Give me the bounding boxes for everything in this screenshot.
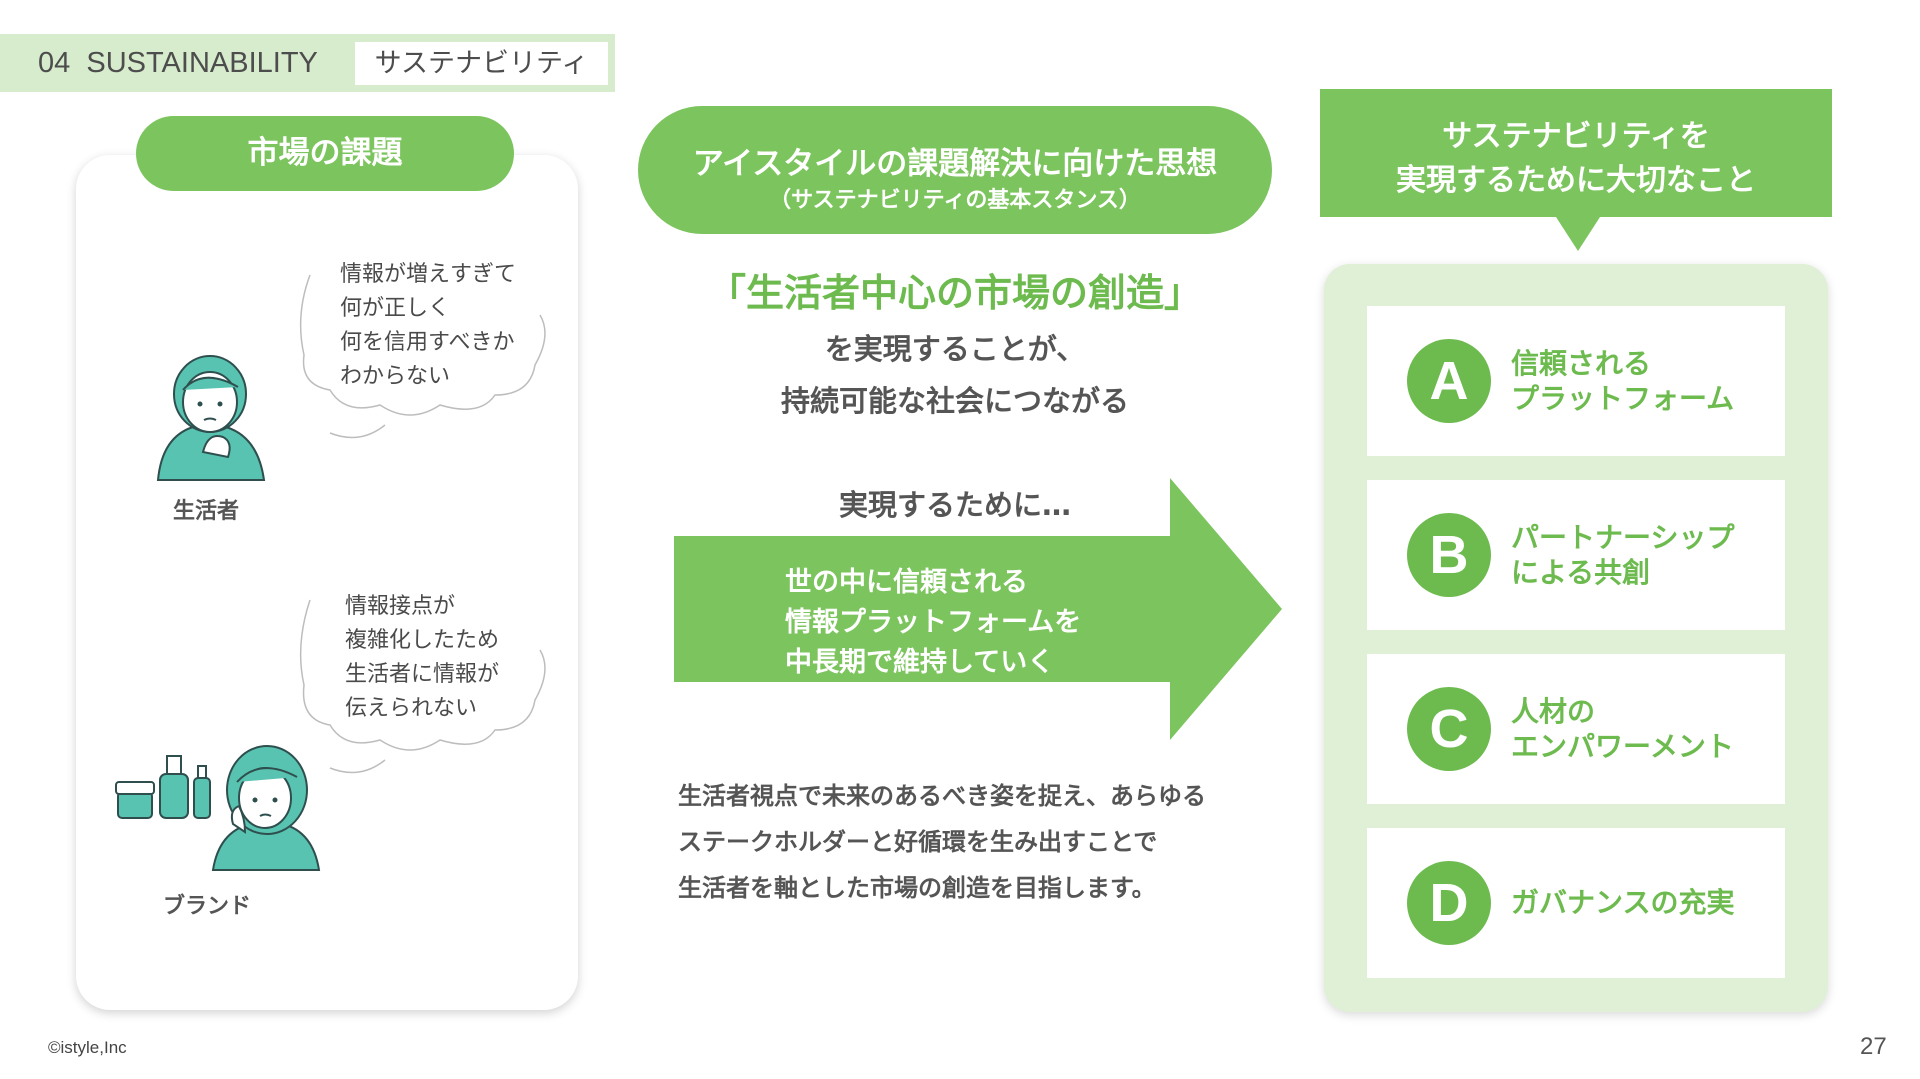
section-jp-title: サステナビリティ — [355, 42, 608, 85]
philosophy-subtitle: （サステナビリティの基本スタンス） — [638, 182, 1272, 214]
copyright: ©istyle,Inc — [48, 1038, 127, 1058]
key-point-text: 信頼される プラットフォーム — [1511, 346, 1734, 416]
key-point-card-a: A 信頼される プラットフォーム — [1367, 306, 1785, 456]
brand-illustration — [205, 732, 325, 872]
key-point-card-d: D ガバナンスの充実 — [1367, 828, 1785, 978]
consumer-issue-line: わからない — [340, 360, 516, 394]
key-points-banner-line: サステナビリティを — [1320, 111, 1832, 155]
arrow-text-line: 中長期で維持していく — [785, 640, 1054, 679]
key-points-banner: サステナビリティを 実現するために大切なこと — [1320, 89, 1832, 217]
key-point-line: による共創 — [1511, 555, 1734, 590]
brand-issue-line: 情報接点が — [345, 590, 499, 624]
key-point-text: ガバナンスの充実 — [1511, 885, 1734, 920]
letter-badge: C — [1407, 687, 1491, 771]
brand-issue-text: 情報接点が 複雑化したため 生活者に情報が 伝えられない — [345, 590, 499, 726]
key-point-line: プラットフォーム — [1511, 381, 1734, 416]
brand-issue-line: 生活者に情報が — [345, 658, 499, 692]
key-points-banner-line: 実現するために大切なこと — [1320, 155, 1832, 199]
key-point-text: 人材の エンパワーメント — [1511, 694, 1734, 764]
key-point-line: 信頼される — [1511, 346, 1734, 381]
brand-issue-line: 複雑化したため — [345, 624, 499, 658]
key-point-line: ガバナンスの充実 — [1511, 885, 1734, 920]
key-point-line: エンパワーメント — [1511, 729, 1734, 764]
key-point-card-b: B パートナーシップ による共創 — [1367, 480, 1785, 630]
section-number-title: 04 SUSTAINABILITY — [38, 34, 318, 92]
philosophy-headline: 「生活者中心の市場の創造」 — [638, 262, 1272, 317]
key-point-card-c: C 人材の エンパワーメント — [1367, 654, 1785, 804]
key-point-line: 人材の — [1511, 694, 1734, 729]
arrow-text-line: 情報プラットフォームを — [785, 600, 1081, 639]
mission-paragraph-line: ステークホルダーと好循環を生み出すことで — [678, 822, 1157, 857]
consumer-issue-line: 何が正しく — [340, 292, 516, 326]
mission-paragraph-line: 生活者を軸とした市場の創造を目指します。 — [678, 868, 1156, 903]
consumer-issue-text: 情報が増えすぎて 何が正しく 何を信用すべきか わからない — [340, 258, 516, 394]
consumer-issue-line: 情報が増えすぎて — [340, 258, 516, 292]
letter-badge: A — [1407, 339, 1491, 423]
philosophy-pill: アイスタイルの課題解決に向けた思想 （サステナビリティの基本スタンス） — [638, 106, 1272, 234]
market-issue-title: 市場の課題 — [136, 116, 514, 191]
cosmetics-illustration — [114, 752, 214, 824]
letter-badge: B — [1407, 513, 1491, 597]
philosophy-title: アイスタイルの課題解決に向けた思想 — [638, 138, 1272, 183]
mission-paragraph-line: 生活者視点で未来のあるべき姿を捉え、あらゆる — [678, 776, 1206, 811]
consumer-issue-line: 何を信用すべきか — [340, 326, 516, 360]
page-number: 27 — [1860, 1033, 1887, 1061]
key-point-line: パートナーシップ — [1511, 520, 1734, 555]
brand-label: ブランド — [163, 888, 251, 920]
arrow-text-line: 世の中に信頼される — [785, 560, 1028, 599]
key-point-text: パートナーシップ による共創 — [1511, 520, 1734, 590]
philosophy-line: を実現することが、 — [638, 326, 1272, 368]
consumer-label: 生活者 — [173, 493, 239, 525]
letter-badge: D — [1407, 861, 1491, 945]
banner-pointer-icon — [1556, 217, 1600, 251]
brand-issue-line: 伝えられない — [345, 692, 499, 726]
consumer-illustration — [148, 332, 268, 482]
philosophy-line: 持続可能な社会につながる — [638, 378, 1272, 420]
